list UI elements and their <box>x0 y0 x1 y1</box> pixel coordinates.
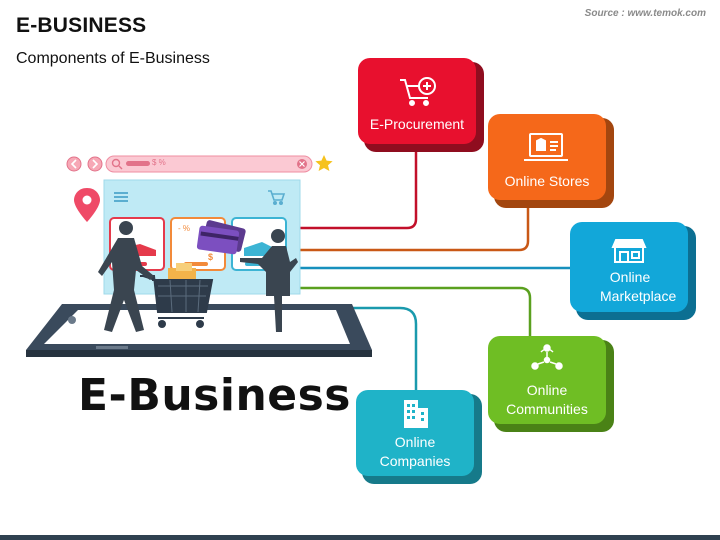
office-building-icon <box>404 400 428 428</box>
bottom-bar <box>0 535 720 540</box>
shopper-woman-silhouette <box>240 229 298 332</box>
source-credit: Source : www.temok.com <box>584 8 706 19</box>
connector-stores <box>298 204 530 252</box>
page-subtitle: Components of E-Business <box>16 50 210 67</box>
card-procurement[interactable] <box>358 58 484 152</box>
card-companies[interactable] <box>356 390 482 484</box>
connector-procurement <box>298 148 418 230</box>
card-companies-label: Online Companies <box>379 434 451 469</box>
connector-communities <box>298 286 532 338</box>
laptop-shirt-icon <box>524 133 568 161</box>
menu-icon <box>114 192 128 202</box>
shopping-cart-illustration <box>140 263 214 328</box>
card-stores[interactable] <box>488 114 614 208</box>
community-network-icon <box>531 344 563 370</box>
cart-plus-icon <box>400 77 436 106</box>
search-bar <box>66 155 333 173</box>
card-stores-label: Online Stores <box>504 173 590 189</box>
card-communities-label: Online Communities <box>506 382 588 417</box>
location-pin-icon <box>74 188 100 222</box>
search-text: $ % <box>152 158 166 167</box>
mini-cart-icon <box>268 190 286 206</box>
page-title: E-BUSINESS <box>16 14 147 37</box>
card-communities[interactable] <box>488 336 614 432</box>
card-marketplace-label: Online Marketplace <box>600 269 677 304</box>
price-tag: $ <box>208 252 214 262</box>
star-icon <box>315 155 333 171</box>
connectors <box>298 148 570 392</box>
credit-card-icon <box>196 220 246 255</box>
storefront-icon <box>611 239 647 263</box>
ebusiness-label: E-Business <box>78 370 351 421</box>
card-procurement-label: E-Procurement <box>369 116 465 132</box>
connector-companies <box>298 306 418 392</box>
card-marketplace[interactable] <box>570 222 696 320</box>
discount-tag: - % <box>178 224 190 233</box>
search-icon <box>111 158 121 168</box>
shopper-man-silhouette <box>98 221 154 332</box>
